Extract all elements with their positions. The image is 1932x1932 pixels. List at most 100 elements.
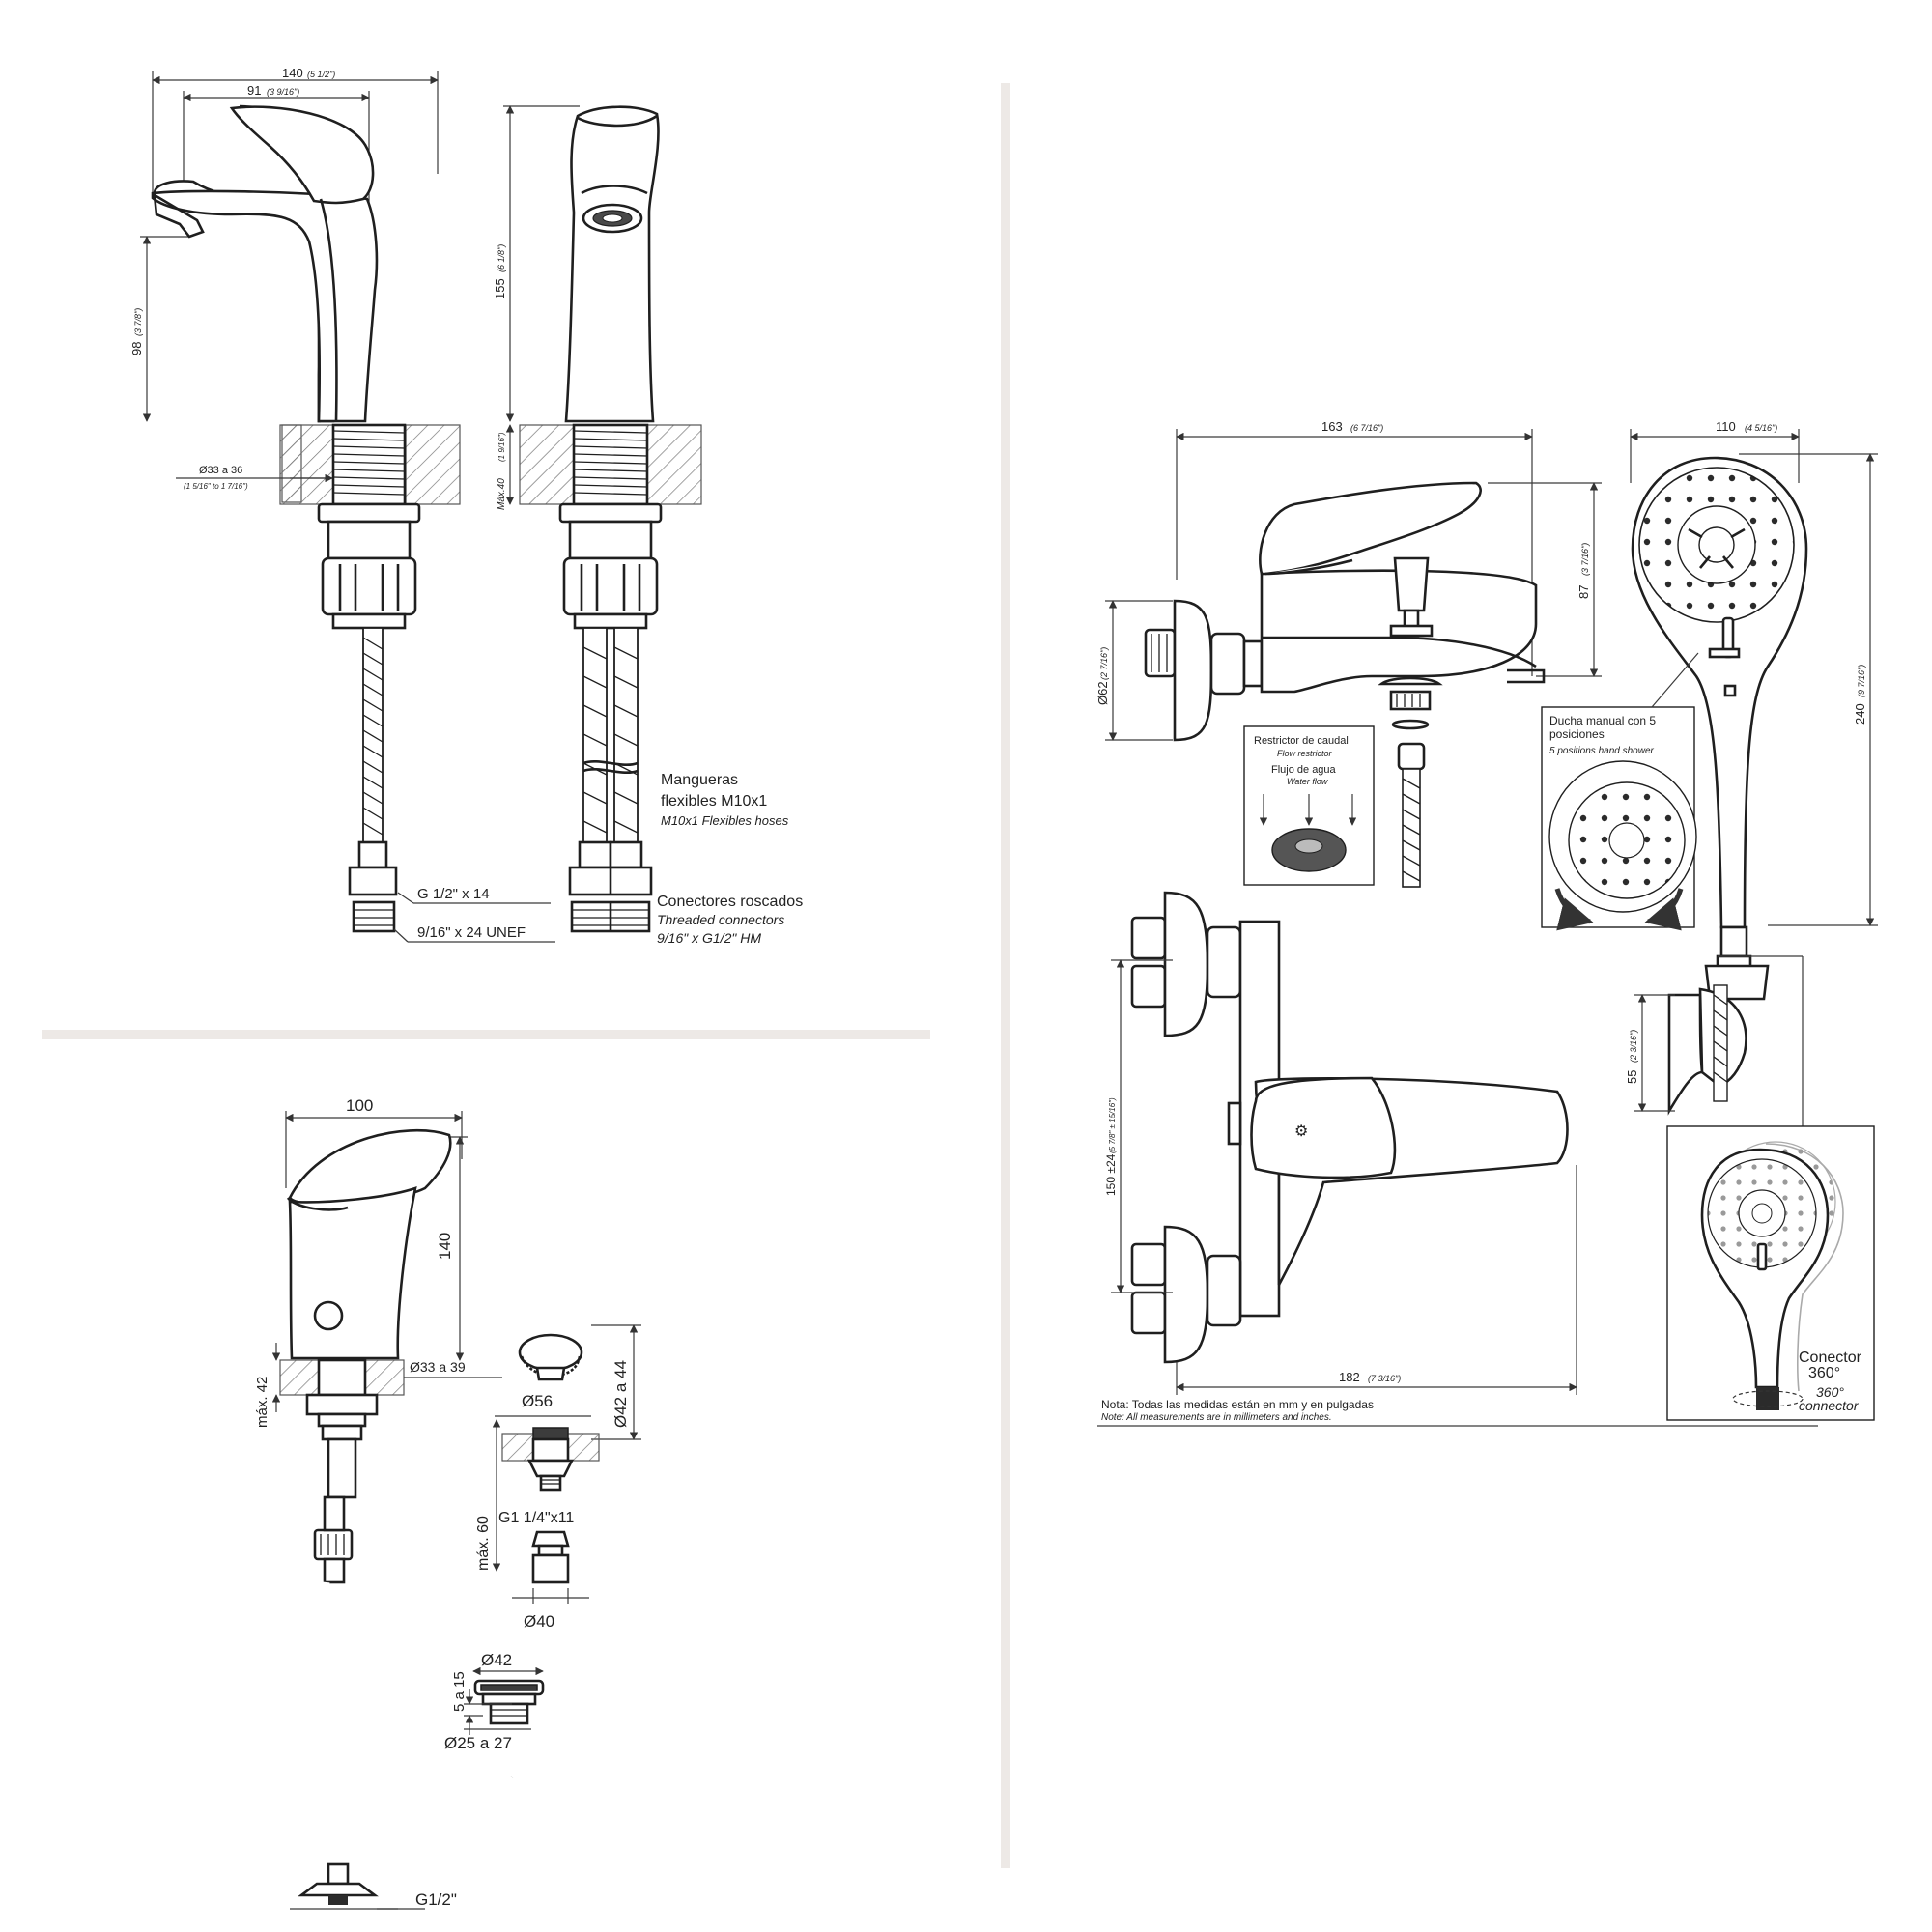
deck-hatch-front-left: [519, 424, 575, 505]
dim-plug-value: Ø56: [522, 1392, 553, 1410]
dim-max-60: máx. 60 G1 1/4"x11: [475, 1419, 574, 1572]
threaded-shank-side: [317, 423, 421, 630]
dim-max-42: máx. 42: [254, 1343, 281, 1428]
dim-42-overflow: Ø42: [472, 1651, 544, 1676]
dim-182-inch: (7 3/16"): [1368, 1374, 1401, 1383]
dim-150-24: 150 ±24 (5 7/8" ± 15/16"): [1104, 959, 1173, 1293]
hose-label-en: M10x1 Flexibles hoses: [661, 813, 789, 828]
flow-restrictor-box: Restrictor de caudal Flow restrictor Flu…: [1243, 725, 1375, 886]
thread-label-g12: G 1/2" x 14: [417, 886, 490, 902]
dim-110: 110 (4 5/16"): [1630, 419, 1800, 483]
sheet-bath-shower-mixer: 163 (6 7/16") 87 (3 7/16") Ø62 (2 7/16"): [1095, 419, 1878, 1427]
flexible-hose-side: [348, 627, 398, 933]
basin-mixer-side-view: [151, 104, 379, 423]
dim-hole-33-39-value: Ø33 a 39: [410, 1359, 466, 1375]
dim-max-60-value: máx. 60: [475, 1516, 492, 1571]
shower-label-es-2: posiciones: [1549, 727, 1605, 741]
shower-label-es-1: Ducha manual con 5: [1549, 714, 1656, 727]
vertical-separator: [1001, 83, 1010, 1868]
dim-width-total-value: 140: [282, 66, 303, 80]
dim-spout-height: 98 (3 7/8"): [129, 236, 188, 422]
dim-182: 182 (7 3/16"): [1176, 1165, 1577, 1395]
connector-label-es-2: 360°: [1808, 1365, 1840, 1381]
dim-max-deck-inch: (1 9/16"): [497, 432, 506, 462]
dim-240-value: 240: [1853, 703, 1867, 724]
thread-label-unef: 9/16" x 24 UNEF: [417, 924, 526, 941]
dim-hole-value: Ø33 a 36: [199, 465, 242, 476]
dim-height-value: 155: [493, 278, 507, 299]
dim-spout-reach: 91 (3 9/16"): [183, 83, 370, 203]
hand-shower: [1631, 456, 1808, 976]
bath-mixer-side-view: [1144, 481, 1546, 888]
dim-87-inch: (3 7/16"): [1580, 543, 1590, 576]
dim-max-deck: Máx.40 (1 9/16"): [497, 424, 515, 510]
connectors-label: Conectores roscados Threaded connectors …: [657, 894, 803, 946]
deck-hatch-right: [405, 424, 461, 505]
dim-87: 87 (3 7/16"): [1488, 482, 1602, 677]
notes: Nota: Todas las medidas están en mm y en…: [1097, 1398, 1818, 1427]
connector-label-en-2: connector: [1799, 1398, 1860, 1413]
dim-110-inch: (4 5/16"): [1745, 423, 1777, 433]
dim-spout-reach-inch: (3 9/16"): [267, 87, 299, 97]
dim-150-24-value: 150 ±24: [1104, 1153, 1118, 1196]
dim-max-deck-value: Máx.40: [497, 478, 507, 510]
dim-waste-thread-value: G1 1/4"x11: [498, 1510, 574, 1526]
restrictor-label-es: Restrictor de caudal: [1254, 735, 1349, 747]
dim-163-value: 163: [1321, 419, 1343, 434]
dim-240-inch: (9 7/16"): [1857, 665, 1866, 697]
deck-hatch-front-right: [646, 424, 702, 505]
dim-240: 240 (9 7/16"): [1739, 453, 1878, 926]
dim-163-inch: (6 7/16"): [1350, 423, 1383, 433]
overflow-assembly: 5 a 15 Ø25 a 27: [444, 1671, 545, 1752]
dim-max-42-value: máx. 42: [254, 1377, 270, 1428]
hose-label-es-1: Mangueras: [661, 772, 738, 788]
waterflow-label-es: Flujo de agua: [1271, 764, 1337, 776]
dim-spout-reach-value: 91: [247, 83, 261, 98]
dim-height: 155 (6 1/8"): [493, 105, 580, 422]
flexible-hoses-front: [568, 627, 653, 933]
thread-callouts: G 1/2" x 14 9/16" x 24 UNEF: [393, 886, 555, 943]
dim-height-inch: (6 1/8"): [497, 244, 506, 272]
dim-110-value: 110: [1716, 419, 1736, 434]
connectors-label-spec: 9/16" x G1/2" HM: [657, 930, 761, 946]
dim-hole-33-39: Ø33 a 39: [404, 1359, 502, 1378]
horizontal-separator: [42, 1030, 930, 1039]
connector-label-es-1: Conector: [1799, 1350, 1862, 1366]
mixer-fixing-and-hose: [298, 1393, 516, 1905]
dim-62-inch: (2 7/16"): [1099, 647, 1109, 680]
dim-62: Ø62 (2 7/16"): [1095, 600, 1173, 741]
brand-logo-mark: ⚙: [1294, 1123, 1308, 1140]
dim-15-value: 5 a 15: [451, 1671, 468, 1712]
basin-mixer-front-view: [564, 105, 660, 423]
dim-hole: Ø33 a 36 (1 5/16" to 1 7/16"): [176, 465, 333, 491]
dim-25-27-value: Ø25 a 27: [444, 1734, 512, 1752]
dim-width-100: 100: [285, 1096, 463, 1188]
connectors-label-en: Threaded connectors: [657, 912, 784, 927]
sheet-basin-mixer-side-front: 140 (5 1/2") 91 (3 9/16") 98 (3 7/8"): [129, 66, 803, 946]
dim-163: 163 (6 7/16"): [1176, 419, 1533, 676]
dim-87-value: 87: [1577, 585, 1591, 599]
connectors-label-es: Conectores roscados: [657, 894, 803, 910]
dim-55: 55 (2 3/16"): [1625, 994, 1675, 1112]
dim-g12: G1/2": [290, 1890, 457, 1910]
dim-182-value: 182: [1339, 1370, 1360, 1384]
dim-width-total: 140 (5 1/2"): [152, 66, 439, 193]
dim-55-inch: (2 3/16"): [1629, 1030, 1638, 1063]
dim-42-44-value: Ø42 a 44: [611, 1360, 630, 1428]
wall-bracket: [1667, 955, 1804, 1130]
dim-height-140-value: 140: [436, 1233, 454, 1260]
note-es: Nota: Todas las medidas están en mm y en…: [1101, 1398, 1374, 1411]
restrictor-label-en: Flow restrictor: [1277, 749, 1333, 758]
dim-62-value: Ø62: [1095, 681, 1110, 705]
dim-spout-height-value: 98: [129, 342, 144, 355]
dim-55-value: 55: [1625, 1070, 1639, 1084]
waterflow-label-en: Water flow: [1287, 777, 1328, 786]
dim-hole-inch: (1 5/16" to 1 7/16"): [184, 482, 248, 491]
basin-mixer-body: [286, 1128, 452, 1360]
deck-hatch-left: [279, 424, 335, 505]
dim-42-overflow-value: Ø42: [481, 1651, 512, 1669]
sheet-basin-mixer-waste: 100 140 máx. 42 Ø33 a 39: [254, 1096, 641, 1910]
dim-42-44: Ø42 a 44: [591, 1324, 641, 1440]
dim-40: Ø40: [512, 1588, 589, 1631]
